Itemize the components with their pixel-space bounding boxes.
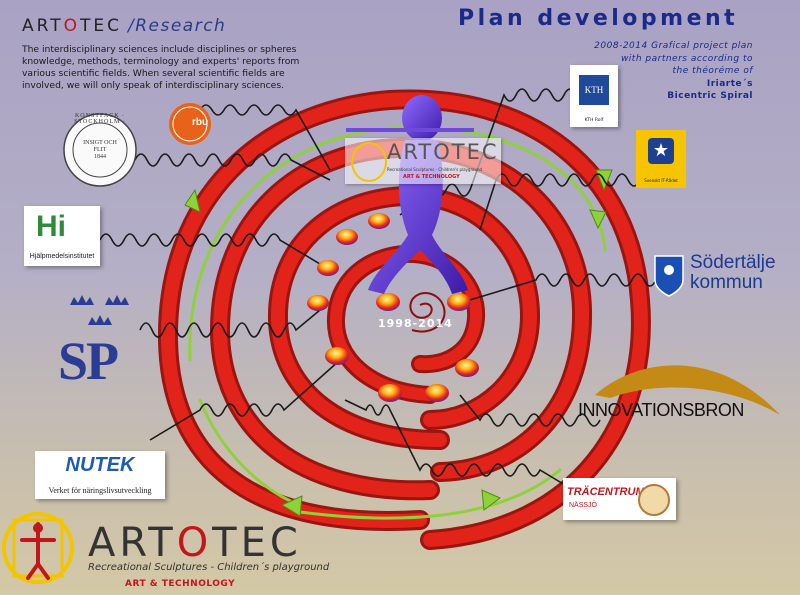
wood-ring-icon bbox=[638, 484, 670, 516]
artotec-center-tagline: ART & TECHNOLOGY bbox=[403, 174, 460, 180]
artotec-center-subtitle: Recreational Sculptures - Children's pla… bbox=[387, 167, 483, 172]
sodertalje-line1: Södertälje bbox=[690, 252, 776, 273]
brand-o: O bbox=[63, 16, 80, 36]
research-label: /Research bbox=[127, 16, 227, 36]
milestone-2 bbox=[336, 229, 358, 245]
plan-subtitle: 2008-2014 Grafical project plan with par… bbox=[560, 40, 753, 103]
konstfack-center-text: INSIGT OCH FLIT bbox=[83, 140, 117, 153]
artotec-emblem-icon bbox=[351, 142, 387, 182]
connector-rbu bbox=[199, 104, 331, 171]
artotec-bottom-art-tech: ART & TECHNOLOGY bbox=[125, 579, 236, 589]
tracentrum-logo: TRÄCENTRUM NÄSSJÖ bbox=[563, 478, 676, 520]
connector-navigator bbox=[479, 173, 641, 231]
hjalpmedelsinstitutet-logo: Hi Hjälpmedelsinstitutet bbox=[24, 206, 100, 266]
artotec-bottom-wordmark: ARTOTEC bbox=[88, 520, 302, 566]
figure-sculpture bbox=[346, 95, 474, 294]
connector-innovationsbron bbox=[459, 394, 601, 427]
connector-konstfack bbox=[134, 153, 331, 181]
milestones bbox=[307, 213, 479, 402]
intro-paragraph: The interdisciplinary sciences include d… bbox=[22, 44, 300, 91]
nutek-mark: NUTEK bbox=[65, 454, 135, 476]
milestone-6 bbox=[447, 293, 471, 311]
artotec-center-card: ARTOTEC Recreational Sculptures - Childr… bbox=[345, 138, 501, 184]
sp-crowns bbox=[70, 295, 129, 325]
rbu-logo bbox=[169, 103, 211, 145]
milestone-3 bbox=[317, 260, 339, 276]
konstfack-seal bbox=[63, 113, 137, 187]
milestone-9 bbox=[425, 384, 449, 402]
hi-mark: Hi bbox=[36, 210, 66, 243]
tracentrum-mark: TRÄCENTRUM bbox=[567, 486, 645, 498]
artotec-research-heading: ARTOTEC/Research bbox=[22, 16, 226, 36]
sodertalje-line2: kommun bbox=[690, 272, 763, 293]
bottom-brand-a: ART bbox=[88, 520, 177, 566]
sodertalje-crest bbox=[654, 255, 684, 297]
connector-sp bbox=[139, 309, 321, 338]
plan-subtitle-line5: Bicentric Spiral bbox=[667, 91, 753, 101]
bottom-brand-b: TEC bbox=[212, 520, 302, 566]
innovationsbron-logo-text: INNOVATIONSBRON bbox=[578, 400, 744, 420]
nutek-logo: NUTEK Verket för näringslivsutveckling bbox=[35, 451, 165, 499]
kth-logo: KTH KTH Rolf bbox=[570, 65, 618, 127]
milestone-5 bbox=[376, 293, 400, 311]
navigator-logo: ★ Svenskt IT-Rådet bbox=[636, 130, 686, 188]
plan-subtitle-line4: Iriarte´s bbox=[706, 78, 753, 89]
sodertalje-logo-text: Södertälje kommun bbox=[690, 253, 776, 293]
plan-subtitle-line3: the théoréme of bbox=[672, 66, 753, 76]
milestone-4 bbox=[307, 295, 329, 311]
hi-label: Hjälpmedelsinstitutet bbox=[29, 253, 95, 260]
years-label: 1998-2014 bbox=[378, 317, 453, 330]
bottom-brand-o: O bbox=[176, 520, 213, 566]
konstfack-ring-text: KONSTFACK · STOCKHOLM · bbox=[74, 113, 126, 125]
navigator-label: Svenskt IT-Rådet bbox=[644, 178, 678, 183]
milestone-7 bbox=[325, 347, 349, 365]
nutek-label: Verket för näringslivsutveckling bbox=[48, 486, 152, 495]
kth-mark: KTH bbox=[579, 75, 609, 105]
brand-tec: TEC bbox=[79, 16, 122, 36]
figure-arms bbox=[346, 128, 474, 132]
plan-subtitle-line2: with partners according to bbox=[620, 53, 753, 64]
kth-label: KTH Rolf bbox=[584, 118, 604, 123]
brand-art: ART bbox=[22, 16, 64, 36]
artotec-center-wordmark: ARTOTEC bbox=[387, 140, 499, 164]
konstfack-year: 1844 bbox=[94, 154, 106, 160]
arrowhead-bottom-right bbox=[481, 489, 501, 511]
center-swirl bbox=[409, 292, 446, 333]
artotec-bottom-emblem bbox=[2, 512, 74, 584]
rbu-text: rbu bbox=[192, 117, 209, 128]
connector-nutek bbox=[149, 359, 341, 441]
connector-hi bbox=[99, 233, 331, 271]
sp-logo-text: SP bbox=[58, 331, 119, 391]
milestone-1 bbox=[368, 213, 390, 229]
milestone-8 bbox=[378, 384, 402, 402]
arrowhead-right-lower bbox=[589, 209, 607, 230]
plan-title: Plan development bbox=[458, 6, 739, 31]
arrowhead-bottom-left bbox=[280, 495, 303, 517]
arrowhead-left bbox=[184, 188, 201, 213]
star-icon: ★ bbox=[648, 138, 674, 164]
artotec-bottom-tagline: Recreational Sculptures - Children´s pla… bbox=[88, 562, 330, 573]
tracentrum-sub: NÄSSJÖ bbox=[569, 502, 598, 509]
milestone-10 bbox=[455, 359, 479, 377]
innovationsbron-swoosh bbox=[595, 365, 780, 415]
connector-tracentrum bbox=[344, 399, 566, 486]
plan-subtitle-line1: 2008-2014 Grafical project plan bbox=[594, 41, 753, 51]
konstfack-motto: INSIGT OCH FLIT 1844 bbox=[78, 140, 122, 161]
